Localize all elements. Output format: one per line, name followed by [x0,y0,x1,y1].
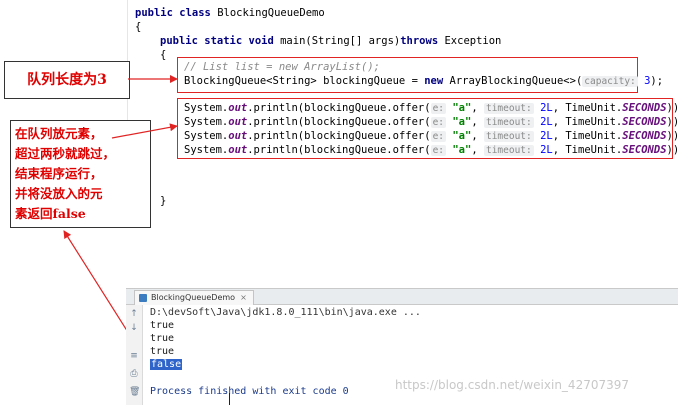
code-token: ));; [666,130,678,142]
text-cursor [229,393,230,405]
offer-line: System.out.println(blockingQueue.offer(e… [184,129,678,144]
class-declaration-line: public class BlockingQueueDemo [135,6,325,20]
code-token: , TimeUnit. [552,130,623,142]
close-icon[interactable]: × [240,293,247,302]
console-tab-bar: BlockingQueueDemo × [126,288,678,305]
editor-gutter-divider [127,0,128,228]
class-name: BlockingQueueDemo [217,7,325,19]
out-field: out [228,130,248,142]
parameter-hint: capacity: [582,76,638,87]
soft-wrap-icon[interactable]: ≡ [130,351,138,361]
declaration-type: BlockingQueue<String> blockingQueue = [184,75,425,87]
code-token: System. [184,102,229,114]
out-field: out [228,144,248,156]
parameter-hint: timeout: [483,131,534,142]
offer-line: System.out.println(blockingQueue.offer(e… [184,101,678,116]
keyword: new [424,75,450,87]
parameter-hint: e: [430,145,447,156]
code-editor[interactable] [127,0,678,228]
selected-false-text[interactable]: false [150,359,183,370]
parameter-hint: timeout: [483,103,534,114]
down-arrow-icon[interactable]: ↓ [130,323,138,333]
number-literal: 2L [540,144,553,156]
console-output-line: true [150,346,175,357]
code-token: System. [184,130,229,142]
keyword: public static void [160,35,281,47]
capacity-annotation: 队列长度为3 [4,61,130,99]
code-token: , TimeUnit. [552,116,623,128]
code-token: System. [184,144,229,156]
offer-line: System.out.println(blockingQueue.offer(e… [184,115,678,130]
code-token: .println(blockingQueue.offer( [247,102,431,114]
exception-type: Exception [444,35,502,47]
code-token: .println(blockingQueue.offer( [247,130,431,142]
number-literal: 2L [540,102,553,114]
run-config-icon [139,294,147,302]
code-token: ));; [666,116,678,128]
main-close-brace: } [160,195,167,207]
code-token: , [471,130,484,142]
time-unit: SECONDS [622,102,667,114]
parameter-hint: timeout: [483,145,534,156]
code-token: ));; [666,102,678,114]
time-unit: SECONDS [622,130,667,142]
offer-arrow [111,123,178,139]
class-open-brace: { [135,21,142,33]
console-command-line: D:\devSoft\Java\jdk1.8.0_111\bin\java.ex… [150,307,421,318]
statement-end: ); [650,75,664,87]
parameter-hint: e: [430,103,447,114]
out-field: out [228,116,248,128]
out-field: out [228,102,248,114]
string-literal: "a" [452,144,472,156]
keyword: throws [400,35,445,47]
console-toolbar: ↑ ↓ ≡ ⎙ 🗑 [126,305,143,405]
time-unit: SECONDS [622,144,667,156]
main-method-line: public static void main(String[] args)th… [160,34,501,48]
code-token: , TimeUnit. [552,102,623,114]
parameter-hint: e: [430,131,447,142]
keyword: public class [135,7,218,19]
code-token: , [471,144,484,156]
time-unit: SECONDS [622,116,667,128]
string-literal: "a" [452,130,472,142]
parameter-hint: e: [430,117,447,128]
console-output-line: true [150,320,175,331]
code-token: , [471,102,484,114]
code-token: ));; [666,144,678,156]
code-token: .println(blockingQueue.offer( [247,144,431,156]
console-output-false-line: false [150,358,183,371]
offer-line: System.out.println(blockingQueue.offer(e… [184,143,678,158]
up-arrow-icon[interactable]: ↑ [130,309,138,319]
main-open-brace: { [160,49,167,61]
parameter-hint: timeout: [483,117,534,128]
code-token: .println(blockingQueue.offer( [247,116,431,128]
capacity-value: 3 [644,75,651,87]
timeout-annotation: 在队列放元素， 超过两秒就跳过， 结束程序运行， 并将没放入的元 素返回fals… [10,120,151,228]
queue-declaration-line: BlockingQueue<String> blockingQueue = ne… [184,74,663,89]
code-token: , TimeUnit. [552,144,623,156]
watermark: https://blog.csdn.net/weixin_42707397 [395,378,630,392]
constructor-call: ArrayBlockingQueue<>( [449,75,583,87]
console-output-line: true [150,333,175,344]
code-token: System. [184,116,229,128]
run-console-panel: BlockingQueueDemo × ↑ ↓ ≡ ⎙ 🗑 D:\devSoft\… [126,288,678,405]
print-icon[interactable]: ⎙ [130,369,138,379]
string-literal: "a" [452,102,472,114]
trash-icon[interactable]: 🗑 [129,387,141,397]
process-exit-message: Process finished with exit code 0 [150,386,349,397]
comment-line: // List list = new ArrayList(); [184,60,380,74]
string-literal: "a" [452,116,472,128]
comment: // List list = new ArrayList(); [184,61,380,73]
method-signature: main(String[] args) [280,35,401,47]
number-literal: 2L [540,116,553,128]
number-literal: 2L [540,130,553,142]
run-tab[interactable]: BlockingQueueDemo × [134,290,254,305]
run-tab-label: BlockingQueueDemo [151,293,236,302]
code-token: , [471,116,484,128]
